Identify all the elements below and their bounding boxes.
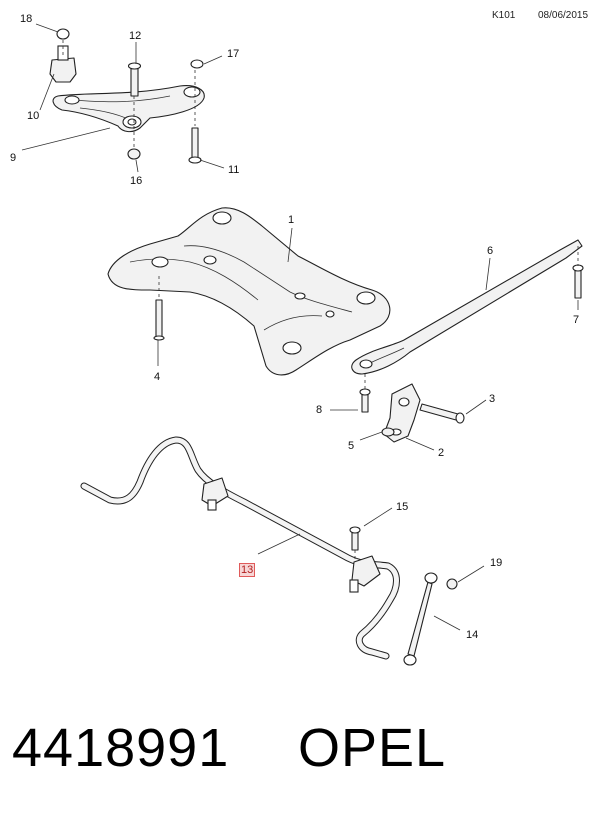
reference-code: K101 xyxy=(492,10,516,21)
bolt-8 xyxy=(359,388,371,413)
callout-8: 8 xyxy=(316,404,323,416)
callout-13-highlighted[interactable]: 13 xyxy=(239,563,256,577)
nut-17 xyxy=(190,59,204,69)
callout-7: 7 xyxy=(573,314,580,326)
callout-15: 15 xyxy=(396,501,409,513)
callout-19: 19 xyxy=(490,557,503,569)
diagram-date: 08/06/2015 xyxy=(538,10,589,21)
front-subframe xyxy=(107,207,391,376)
bolt-3 xyxy=(419,403,465,424)
bolt-15 xyxy=(349,526,361,551)
callout-2: 2 xyxy=(438,447,445,459)
nut-16 xyxy=(127,148,141,160)
callout-10: 10 xyxy=(27,110,40,122)
callout-12: 12 xyxy=(129,30,142,42)
callout-6: 6 xyxy=(487,245,494,257)
callout-16: 16 xyxy=(130,175,143,187)
callout-4: 4 xyxy=(154,371,161,383)
bracket xyxy=(383,383,421,443)
callout-11: 11 xyxy=(228,164,240,176)
part-number: 4418991 xyxy=(12,718,230,778)
bolt-4 xyxy=(153,299,165,341)
callout-18: 18 xyxy=(20,13,33,25)
bolt-12 xyxy=(127,62,142,97)
stabilizer-bushing-right xyxy=(349,555,381,593)
bolt-11 xyxy=(188,127,202,164)
torque-rod xyxy=(351,239,583,375)
callout-1: 1 xyxy=(288,214,295,226)
callout-17: 17 xyxy=(227,48,240,60)
nut-19 xyxy=(446,578,458,590)
bolt-7 xyxy=(572,264,584,299)
callout-9: 9 xyxy=(10,152,17,164)
callout-14: 14 xyxy=(466,629,479,641)
stabilizer-link xyxy=(403,572,438,666)
stabilizer-bushing-left xyxy=(201,477,229,511)
callout-5: 5 xyxy=(348,440,355,452)
control-arm xyxy=(52,85,205,133)
callout-3: 3 xyxy=(489,393,496,405)
stabilizer-bar xyxy=(80,436,400,660)
brand-name: OPEL xyxy=(298,718,447,778)
nut-5 xyxy=(381,427,395,437)
leader-lines xyxy=(21,23,579,631)
